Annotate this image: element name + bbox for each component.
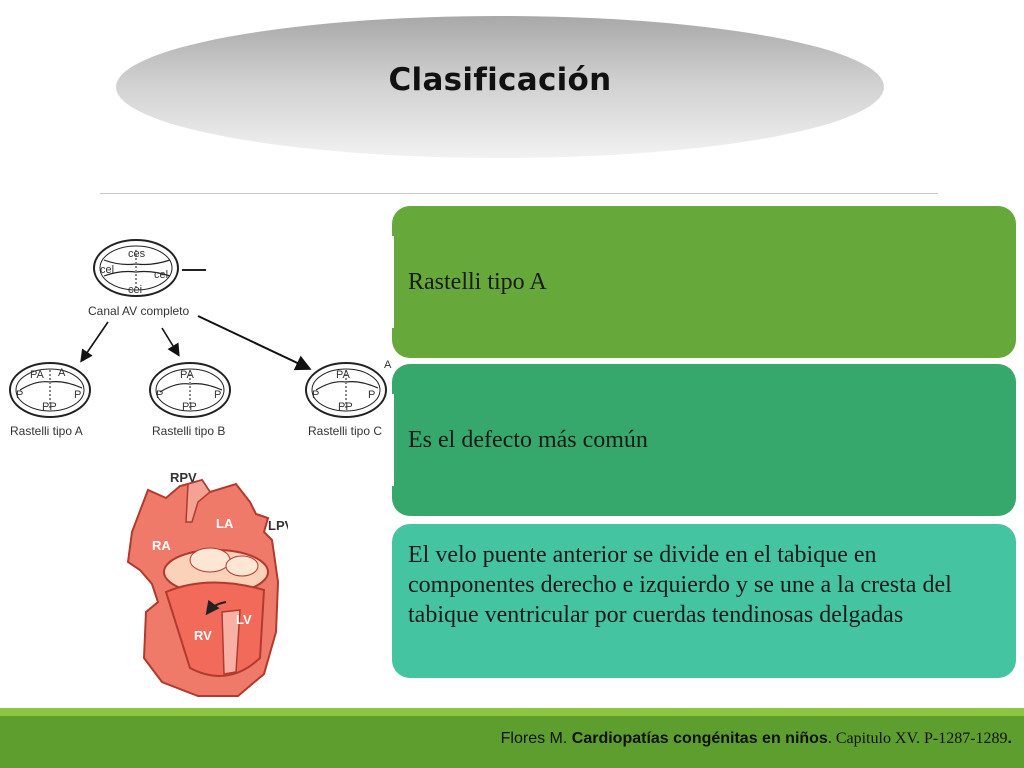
label-cel-left: cel <box>100 264 114 276</box>
valve-type-c: PA A P P PP <box>305 359 392 418</box>
citation-end: . <box>1007 730 1012 747</box>
label-pp-b: PP <box>182 401 197 413</box>
label-pa-a: PA <box>30 369 45 381</box>
label-rpv: RPV <box>170 470 197 485</box>
label-p-b-left: P <box>156 389 163 401</box>
label-pa-b: PA <box>180 369 195 381</box>
label-cei: cei <box>128 284 142 296</box>
box-velo-puente: El velo puente anterior se divide en el … <box>392 524 1016 678</box>
caption-type-b: Rastelli tipo B <box>152 424 225 438</box>
label-p-c-right: P <box>368 389 375 401</box>
box-text-2: Es el defecto más común <box>408 427 648 453</box>
footer-citation: Flores M. Cardiopatías congénitas en niñ… <box>501 730 1012 748</box>
box-defecto-comun: Es el defecto más común <box>388 364 1016 516</box>
box-text-1: Rastelli tipo A <box>408 269 547 295</box>
label-pp-c: PP <box>338 401 353 413</box>
canal-av-valve: ces cel cel cei <box>93 239 206 297</box>
title-banner: Clasificación <box>116 16 884 158</box>
box-rastelli-tipo-a: Rastelli tipo A <box>388 206 1016 358</box>
footer-bar <box>0 716 1024 768</box>
label-a-a: A <box>58 367 66 379</box>
label-ra: RA <box>152 538 171 553</box>
footer-accent-bar <box>0 708 1024 716</box>
label-pa-c: PA <box>336 369 351 381</box>
citation-book: Cardiopatías congénitas en niños <box>571 730 828 747</box>
label-a-c: A <box>384 359 392 371</box>
citation-details: . Capitulo XV. P-1287-1289 <box>827 730 1008 747</box>
citation-author: Flores M. <box>500 730 572 747</box>
caption-type-c: Rastelli tipo C <box>308 424 382 438</box>
caption-type-a: Rastelli tipo A <box>10 424 83 438</box>
label-rv: RV <box>194 628 212 643</box>
label-cel-right: cel <box>154 269 168 281</box>
label-la: LA <box>216 516 234 531</box>
label-pp-a: PP <box>42 401 57 413</box>
label-lpv: LPV <box>268 518 288 533</box>
label-p-a-left: P <box>16 389 23 401</box>
valve-type-b: PA P P PP <box>149 362 231 418</box>
label-p-c-left: P <box>312 389 319 401</box>
label-ces: ces <box>128 248 146 260</box>
rastelli-diagram: ces cel cel cei Canal AV completo PA A P… <box>9 239 392 438</box>
box-text-3: El velo puente anterior se divide en el … <box>408 542 952 628</box>
title-divider <box>100 193 938 194</box>
caption-canal-av: Canal AV completo <box>88 304 189 318</box>
label-lv: LV <box>236 612 252 627</box>
heart-illustration: RPV LA LPV RA LV RV <box>126 470 288 697</box>
label-p-a-right: P <box>74 389 81 401</box>
label-p-b-right: P <box>214 389 221 401</box>
slide-title: Clasificación <box>388 62 612 98</box>
valve-type-a: PA A P P PP <box>9 362 91 418</box>
